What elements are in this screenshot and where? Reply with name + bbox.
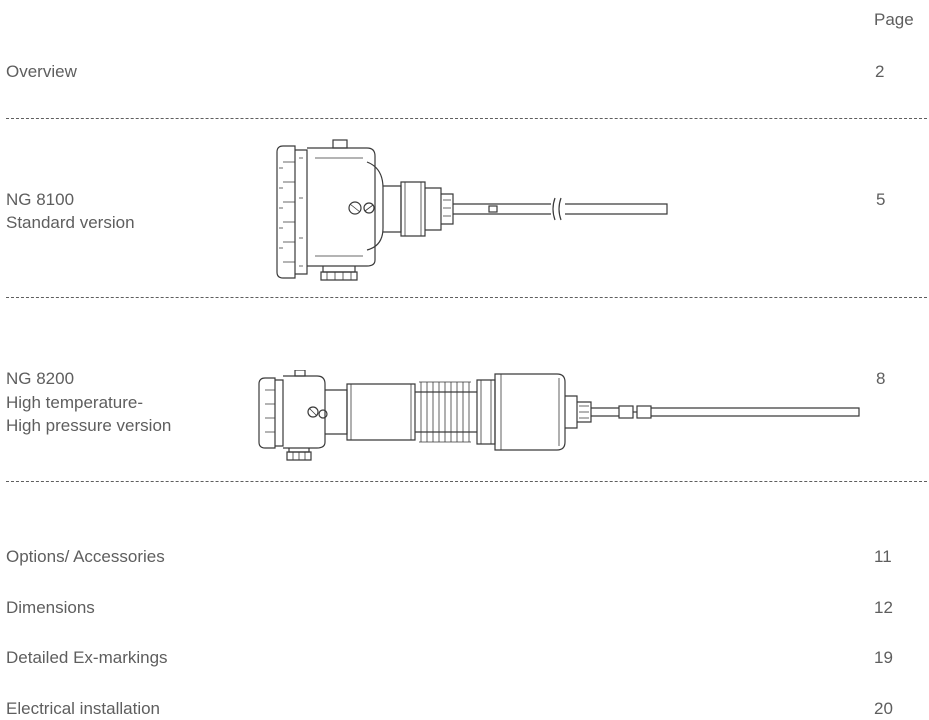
toc-entry-dimensions[interactable]: Dimensions [6,598,95,617]
page-column-header: Page [874,10,914,29]
section-divider [6,297,927,298]
toc-entry-electrical-installation[interactable]: Electrical installation [6,699,161,718]
toc-page-ng8100: 5 [876,190,886,209]
ng8100-device-drawing [255,138,675,286]
toc-entry-ng8100-subtitle[interactable]: Standard version [6,213,135,232]
toc-entry-overview[interactable]: Overview [6,62,77,81]
toc-page-options-accessories: 11 [874,547,892,566]
toc-page-dimensions: 12 [874,598,893,617]
toc-page-ng8200: 8 [876,369,886,388]
ng8200-device-drawing [255,370,875,462]
toc-page-overview: 2 [875,62,885,81]
toc-entry-options-accessories[interactable]: Options/ Accessories [6,547,165,566]
toc-entry-ng8200-subtitle-2[interactable]: High pressure version [6,416,172,435]
toc-entry-ng8200-subtitle-1[interactable]: High temperature- [6,393,144,412]
toc-page-detailed-ex-markings: 19 [874,648,893,667]
toc-entry-ng8200-title[interactable]: NG 8200 [6,369,75,388]
toc-entry-ng8100-title[interactable]: NG 8100 [6,190,75,209]
toc-page-electrical-installation: 20 [874,699,893,718]
toc-entry-detailed-ex-markings[interactable]: Detailed Ex-markings [6,648,168,667]
section-divider [6,481,927,482]
section-divider [6,118,927,119]
